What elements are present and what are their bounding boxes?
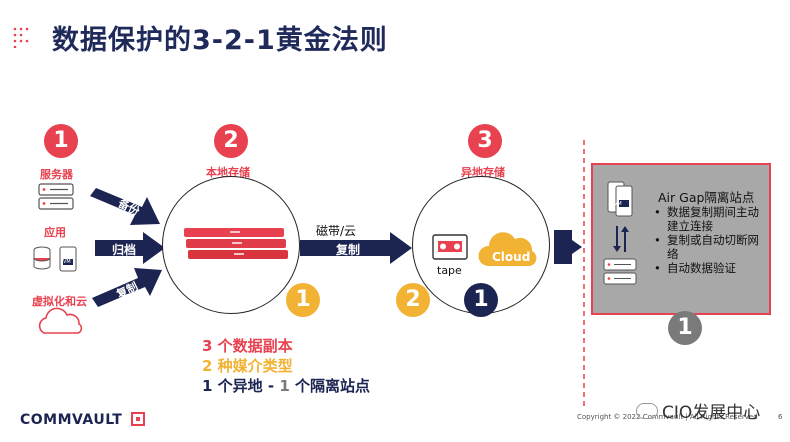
summary-isolated-number: 1 — [279, 377, 290, 395]
page-title: 数据保护的3-2-1黄金法则 — [52, 18, 388, 57]
step-2-badge: 2 — [214, 124, 248, 158]
title-suffix: 黄金法则 — [275, 25, 388, 56]
commvault-logo-icon — [130, 412, 145, 426]
watermark: CIO发展中心 — [636, 398, 760, 423]
summary-media-text: 种媒介类型 — [212, 357, 293, 375]
summary-offsite-number: 1 — [202, 377, 213, 395]
commvault-logo: COMMVAULT — [20, 412, 145, 428]
cloud-label: Cloud — [492, 250, 531, 264]
commvault-logo-text: COMMVAULT — [20, 412, 123, 428]
storage-appliance-icon — [184, 228, 288, 259]
airgap-title: Air Gap隔离站点 — [658, 190, 755, 205]
tape-label: tape — [437, 264, 462, 277]
airgap-bullet: 数据复制期间主动建立连接 — [652, 205, 764, 233]
offsite-storage-label: 异地存储 — [461, 166, 505, 179]
yellow-badge-one: 1 — [286, 283, 320, 317]
media-tape-cloud-label: 磁带/云 — [316, 224, 357, 238]
summary-line-1: 3 个数据副本 — [202, 335, 293, 356]
summary-copies-text: 个数据副本 — [212, 337, 293, 355]
copyright-text: Copyright © 2022 Commvault | All Rights … — [577, 413, 758, 421]
sync-arrows-icon — [613, 226, 629, 252]
airgap-bullet: 自动数据验证 — [652, 261, 764, 275]
summary-offsite-text: 个异地 - — [212, 377, 280, 395]
vm-device-icon — [607, 181, 633, 217]
navy-badge-one: 1 — [464, 283, 498, 317]
step-1-badge: 1 — [44, 124, 78, 158]
airgap-server-icon — [603, 258, 637, 285]
airgap-bullet-list: 数据复制期间主动建立连接 复制或自动切断网络 自动数据验证 — [652, 205, 764, 275]
local-storage-label: 本地存储 — [206, 166, 250, 179]
yellow-badge-two: 2 — [396, 283, 430, 317]
page-number: 6 — [778, 413, 783, 421]
replicate-arrow-label: 复制 — [336, 243, 361, 257]
server-label: 服务器 — [40, 168, 73, 181]
application-icon — [33, 246, 77, 272]
server-icon — [38, 183, 74, 210]
cloud-outline-icon — [38, 307, 83, 334]
step-3-badge: 3 — [468, 124, 502, 158]
vm-badge-text-1: VM — [63, 259, 71, 265]
airgap-divider — [583, 140, 585, 410]
summary-media-number: 2 — [202, 357, 213, 375]
airgap-connector-icon — [554, 230, 582, 264]
virtualization-cloud-label: 虚拟化和云 — [32, 295, 87, 308]
watermark-text: CIO发展中心 — [662, 403, 761, 423]
cloud-icon — [478, 232, 537, 266]
summary-copies-number: 3 — [202, 337, 213, 355]
app-label: 应用 — [44, 226, 66, 239]
grey-badge-one: 1 — [668, 311, 702, 345]
airgap-bullet: 复制或自动切断网络 — [652, 233, 764, 261]
summary-isolated-text: 个隔离站点 — [289, 377, 371, 395]
archive-arrow-label: 归档 — [112, 243, 137, 257]
vm-badge-text-2: VM — [614, 201, 622, 207]
title-decoration-dots — [13, 27, 29, 48]
tape-icon — [432, 234, 468, 260]
wechat-icon — [636, 403, 658, 419]
summary-line-3: 1 个异地 - 1 个隔离站点 — [202, 375, 370, 396]
title-prefix: 数据保护的 — [52, 25, 192, 56]
summary-line-2: 2 种媒介类型 — [202, 355, 293, 376]
title-rule: 3-2-1 — [192, 25, 276, 56]
